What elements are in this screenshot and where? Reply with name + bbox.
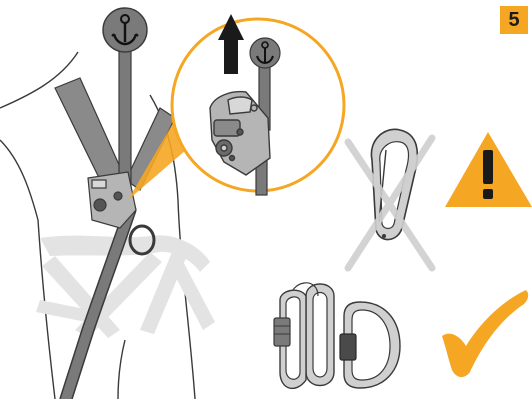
checkmark-icon [442,290,528,377]
correct-oval-carabiner [274,283,334,389]
anchor-icon [103,8,147,52]
climber-body-outline [0,52,195,399]
anchor-rope [119,44,131,194]
warning-triangle-icon [445,132,532,207]
correct-d-carabiner [340,302,400,388]
step-number-badge: 5 [500,6,528,34]
zoomed-anchor-icon [250,38,280,68]
